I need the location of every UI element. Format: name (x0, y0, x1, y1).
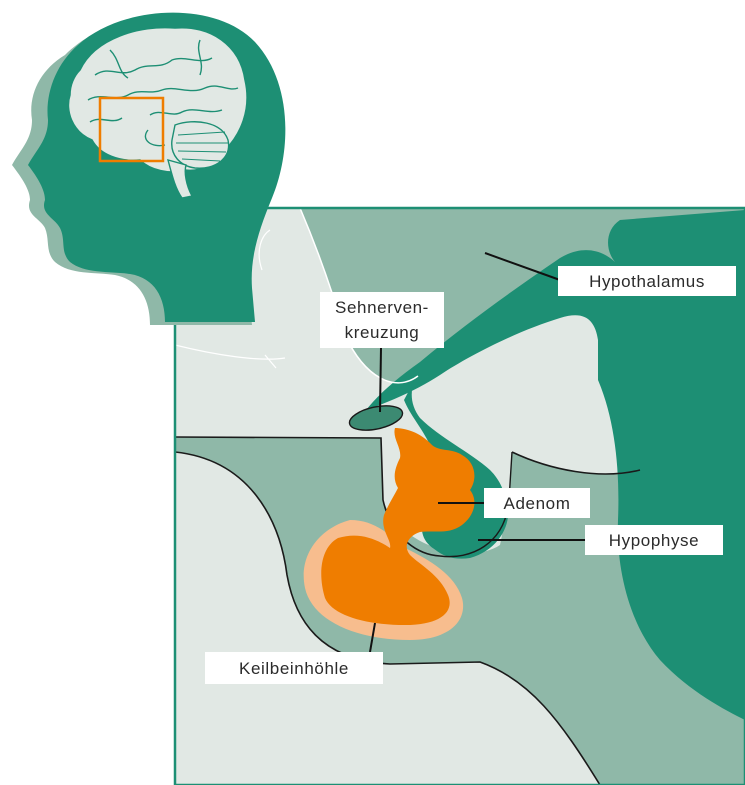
label-text-adenom: Adenom (504, 494, 571, 513)
label-adenom: Adenom (484, 488, 590, 518)
label-text-hypothalamus: Hypothalamus (589, 272, 705, 291)
label-text-sehnerven-line1: Sehnerven- (335, 298, 429, 317)
label-hypothalamus: Hypothalamus (558, 266, 736, 296)
label-text-hypophyse: Hypophyse (609, 531, 699, 550)
head-profile-icon (12, 13, 285, 325)
leader-sehnervenkreuzung (380, 348, 381, 412)
label-keilbeinhoehle: Keilbeinhöhle (205, 652, 383, 684)
label-hypophyse: Hypophyse (585, 525, 723, 555)
label-sehnervenkreuzung: Sehnerven- kreuzung (320, 292, 444, 348)
label-text-keilbeinhoehle: Keilbeinhöhle (239, 659, 349, 678)
cerebellum (172, 122, 229, 168)
label-text-sehnerven-line2: kreuzung (345, 323, 420, 342)
